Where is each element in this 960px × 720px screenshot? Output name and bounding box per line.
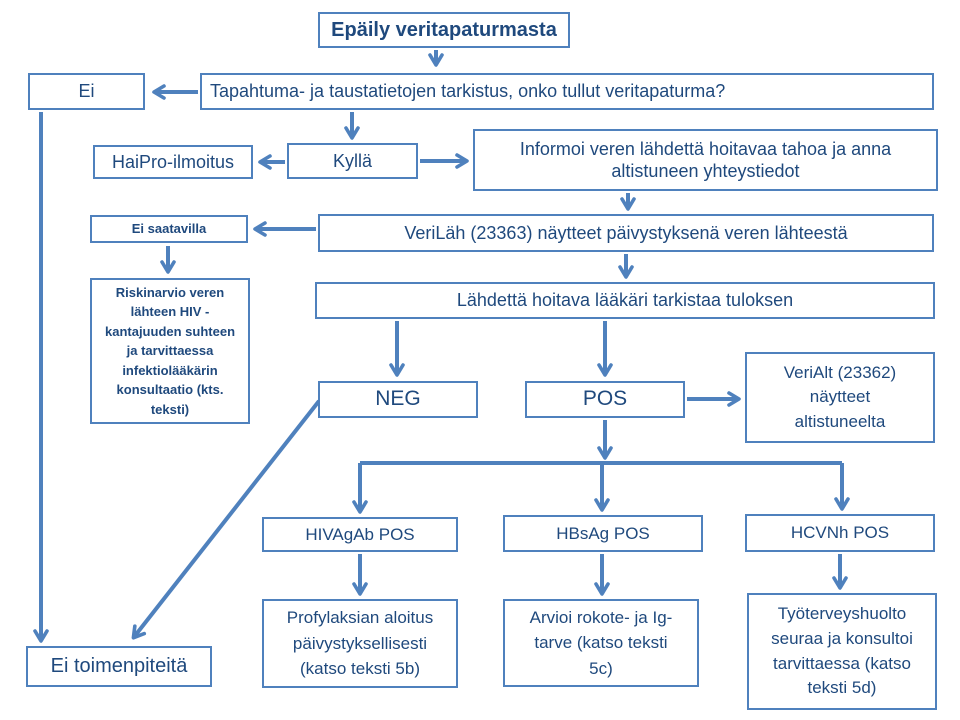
node-label: POS [582,387,628,411]
node-label: VeriAlt (23362) näytteet altistuneelta [783,362,897,431]
node-label: Työterveyshuolto seuraa ja konsultoi tar… [771,604,913,698]
node-tapahtumatietojen-tarkistus: Tapahtuma- ja taustatietojen tarkistus, … [200,73,934,110]
node-ei: Ei [28,73,145,110]
node-label: Ei saatavilla [131,220,207,236]
node-label: Tapahtuma- ja taustatietojen tarkistus, … [210,81,726,102]
node-haipro-ilmoitus: HaiPro-ilmoitus [93,145,253,179]
node-label: NEG [375,387,421,411]
node-tyoterveyshuolto-seuraa: Työterveyshuolto seuraa ja konsultoi tar… [747,593,937,710]
node-arvioi-rokote-ig-tarve: Arvioi rokote- ja Ig- tarve (katso tekst… [503,599,699,687]
node-label: Riskinarvio veren lähteen HIV - kantajuu… [104,284,236,417]
node-ei-saatavilla: Ei saatavilla [90,215,248,243]
node-pos: POS [525,381,685,418]
node-label: Epäily veritapaturmasta [331,18,557,41]
node-informoi-hoitavaa-tahoa: Informoi veren lähdettä hoitavaa tahoa j… [473,129,938,191]
node-label: Lähdettä hoitava lääkäri tarkistaa tulok… [456,290,794,311]
node-label: HIVAgAb POS [305,524,415,544]
node-hivagab-pos: HIVAgAb POS [262,517,458,552]
node-epaily-veritapaturmasta: Epäily veritapaturmasta [318,12,570,48]
node-laakari-tarkistaa-tuloksen: Lähdettä hoitava lääkäri tarkistaa tulok… [315,282,935,319]
node-verialt-naytteet: VeriAlt (23362) näytteet altistuneelta [745,352,935,443]
node-neg: NEG [318,381,478,418]
node-riskinarvio: Riskinarvio veren lähteen HIV - kantajuu… [90,278,250,424]
node-label: Arvioi rokote- ja Ig- tarve (katso tekst… [529,607,673,678]
node-label: HCVNh POS [790,523,890,543]
node-verilah-naytteet: VeriLäh (23363) näytteet päivystyksenä v… [318,214,934,252]
node-label: Profylaksian aloitus päivystyksellisesti… [286,608,434,679]
node-label: Kyllä [332,150,372,171]
node-hcvnh-pos: HCVNh POS [745,514,935,552]
node-hbsag-pos: HBsAg POS [503,515,703,552]
node-label: VeriLäh (23363) näytteet päivystyksenä v… [404,222,848,243]
node-label: HaiPro-ilmoitus [111,151,235,172]
node-label: Ei [78,81,95,102]
node-label: Ei toimenpiteitä [50,655,188,677]
node-label: Informoi veren lähdettä hoitavaa tahoa j… [519,138,892,182]
edge-neg-eitoimenpiteita [131,399,321,640]
node-kylla: Kyllä [287,143,418,179]
node-label: HBsAg POS [556,523,650,543]
node-profylaksian-aloitus: Profylaksian aloitus päivystyksellisesti… [262,599,458,688]
node-ei-toimenpiteita: Ei toimenpiteitä [26,646,212,687]
